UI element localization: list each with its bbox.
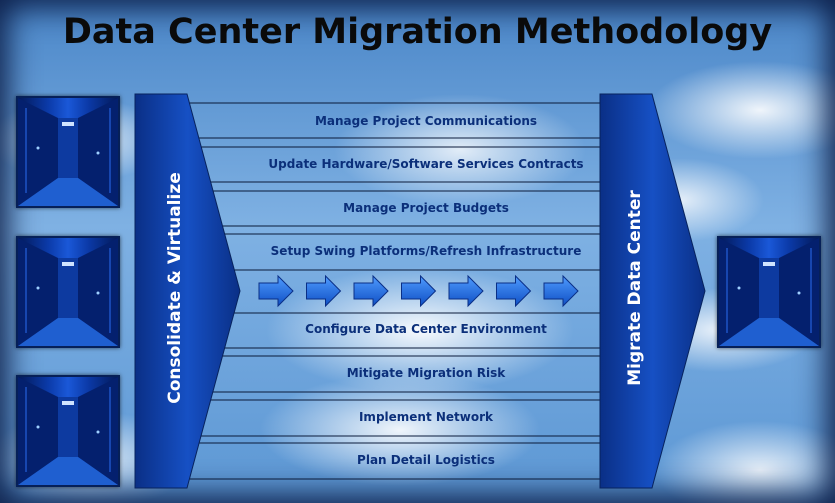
source-server-room-1 (16, 96, 120, 208)
left-chevron-label: Consolidate & Virtualize (165, 172, 185, 404)
workstream-lines (150, 102, 640, 480)
server-room-image (18, 238, 118, 346)
workstream-label: Mitigate Migration Risk (346, 366, 506, 380)
left-chevron (134, 93, 241, 489)
server-room-image (18, 377, 118, 485)
source-server-room-3 (16, 375, 120, 487)
right-chevron (599, 93, 706, 489)
server-room-image (18, 98, 118, 206)
flow-arrows (258, 274, 579, 308)
workstream-label: Plan Detail Logistics (357, 453, 495, 467)
right-arrow-icon (448, 274, 484, 308)
right-arrow-icon (401, 274, 437, 308)
right-arrow-icon (306, 274, 342, 308)
workstream-label: Update Hardware/Software Services Contra… (268, 157, 584, 171)
target-server-room (717, 236, 821, 348)
server-room-image (719, 238, 819, 346)
right-arrow-icon (353, 274, 389, 308)
workstream-label: Manage Project Budgets (343, 201, 509, 215)
right-arrow-icon (258, 274, 294, 308)
source-server-room-2 (16, 236, 120, 348)
right-arrow-icon (543, 274, 579, 308)
workstream-label: Implement Network (358, 410, 494, 424)
workstream-label: Manage Project Communications (314, 114, 538, 128)
right-arrow-icon (496, 274, 532, 308)
workstream-label: Configure Data Center Environment (305, 322, 547, 336)
right-chevron-label: Migrate Data Center (625, 190, 645, 386)
page-title: Data Center Migration Methodology (62, 12, 773, 52)
workstream-label: Setup Swing Platforms/Refresh Infrastruc… (270, 244, 582, 258)
